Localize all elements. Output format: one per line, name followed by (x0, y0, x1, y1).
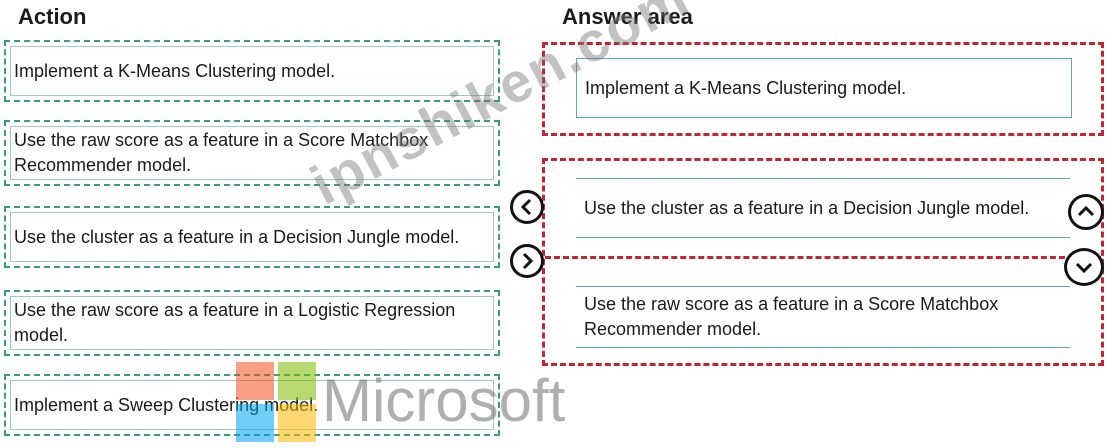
action-heading: Action (18, 4, 87, 29)
action-item[interactable]: Use the cluster as a feature in a Decisi… (4, 206, 500, 268)
answer-item-label: Use the cluster as a feature in a Decisi… (584, 197, 1030, 218)
chevron-up-icon (1077, 205, 1095, 217)
move-down-button[interactable] (1064, 248, 1104, 286)
action-item-label: Use the cluster as a feature in a Decisi… (14, 226, 460, 247)
chevron-down-icon (1075, 262, 1093, 274)
answer-slot-divider (545, 256, 1101, 259)
answer-item[interactable]: Use the cluster as a feature in a Decisi… (576, 178, 1070, 238)
action-item-label: Implement a K-Means Clustering model. (14, 60, 336, 81)
action-item[interactable]: Implement a K-Means Clustering model. (4, 40, 500, 102)
answer-item-label: Use the raw score as a feature in a Scor… (584, 294, 999, 339)
microsoft-logo-icon (236, 362, 316, 442)
action-item-label: Use the raw score as a feature in a Scor… (14, 130, 429, 175)
move-left-button[interactable] (510, 190, 544, 224)
answer-item[interactable]: Use the raw score as a feature in a Scor… (576, 286, 1070, 348)
answer-item-label: Implement a K-Means Clustering model. (585, 77, 907, 98)
answer-slot[interactable] (542, 42, 1104, 136)
action-item[interactable]: Use the raw score as a feature in a Logi… (4, 290, 500, 356)
chevron-right-icon (522, 252, 534, 270)
answer-area-heading: Answer area (562, 4, 693, 29)
answer-item[interactable]: Implement a K-Means Clustering model. (576, 58, 1072, 118)
action-list: Implement a K-Means Clustering model. Us… (4, 40, 504, 448)
chevron-left-icon (520, 198, 532, 216)
action-item[interactable]: Use the raw score as a feature in a Scor… (4, 120, 500, 186)
move-right-button[interactable] (510, 244, 544, 278)
action-item-label: Use the raw score as a feature in a Logi… (14, 300, 456, 345)
move-up-button[interactable] (1068, 194, 1104, 230)
